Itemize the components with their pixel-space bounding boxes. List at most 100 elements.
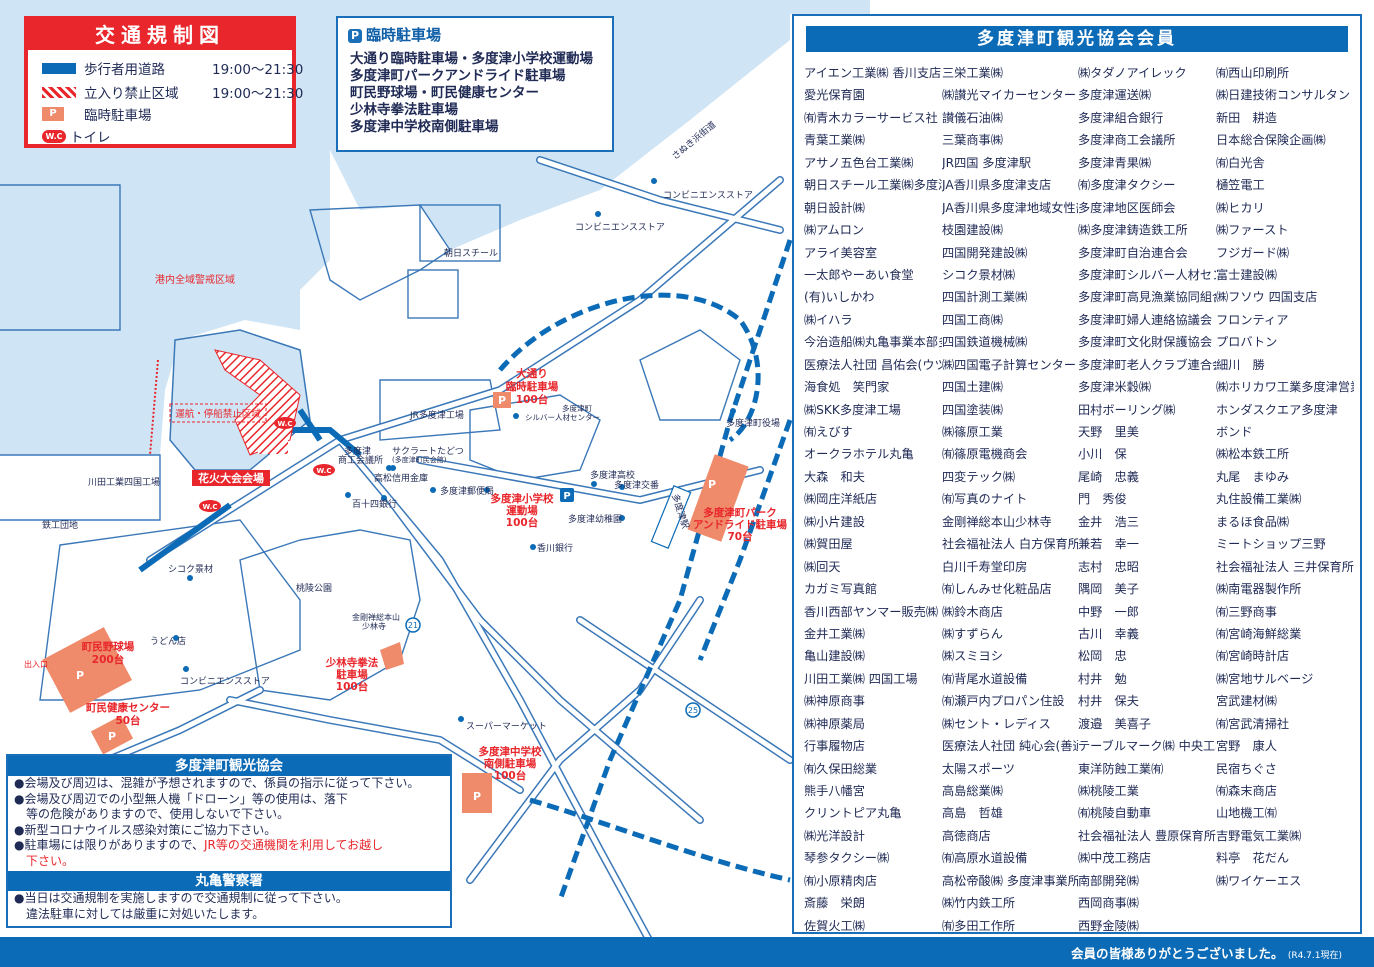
member-entry: 丸尾 まゆみ (1216, 469, 1290, 484)
member-entry: 民宿ちぐさ (1216, 761, 1277, 776)
parking-health-lot (90, 715, 134, 755)
member-entry: 細川 勝 (1216, 357, 1265, 372)
takamatsu-bank-label: 高松信用金庫 (374, 472, 428, 484)
member-entry: ミートショップ三野 (1216, 537, 1326, 552)
notice-box: 多度津町観光協会 ●会場及び周辺は、混雑が予想されますので、係員の指示に従って下… (6, 754, 452, 928)
jr-rail-south (529, 797, 791, 883)
member-entry: 太陽スポーツ (942, 761, 1015, 776)
member-entry: 多度津町婦人連絡協議会 (1078, 312, 1213, 327)
wc-symbol-1: W.C (278, 420, 293, 428)
member-entry: ㈱日建技術コンサルタント 四国支社 (1216, 88, 1354, 103)
member-entry: ㈲白光舎 (1216, 155, 1265, 170)
member-entry: 多度津米穀㈱ (1078, 380, 1152, 395)
footer-bar: 会員の皆様ありがとうございました。 (R4.7.1現在) (0, 937, 1374, 967)
member-entry: 熊手八幡宮 (804, 784, 865, 798)
silver-label-2: シルバー人材センター (525, 412, 600, 422)
member-entry: ㈲宮崎海鮮総業 (1216, 626, 1302, 641)
school-park-label-3: 100台 (506, 516, 538, 529)
temp-parking-item: 大通り臨時駐車場・多度津小学校運動場 (350, 51, 593, 67)
jr-rail-main (557, 239, 793, 901)
member-entry: 四国開発建設㈱ (942, 245, 1028, 260)
member-entry: 高松帝酸㈱ 多度津事業所 (942, 873, 1078, 888)
conbini-label-3: コンビニエンスストア (180, 676, 270, 687)
shorinji-park-label-3: 100台 (336, 680, 368, 693)
member-entry: ㈱宮地サルベージ (1216, 671, 1314, 686)
parking-pr-lot (687, 454, 749, 542)
member-entry: ㈱讃光マイカーセンター (942, 88, 1077, 103)
member-entry: 多度津青果㈱ (1078, 155, 1152, 170)
member-entry: 社会福祉法人 白方保育所 (942, 537, 1078, 552)
member-entry: ㈲多度津タクシー (1078, 178, 1176, 193)
member-entry: ㈱鈴木商店 (942, 604, 1003, 619)
member-entry: アイエン工業㈱ 香川支店 (804, 66, 942, 80)
member-entry: 村井 勉 (1078, 671, 1127, 686)
member-entry: ㈲小原精肉店 (804, 873, 878, 888)
parking-notice-line: ●駐車場には限りがありますので、JR等の交通機関を利用してお越し (14, 838, 384, 852)
member-entry: ㈱桃陵工業 (1078, 784, 1139, 798)
member-entry: ㈱イハラ (804, 312, 853, 327)
toryo-park-label: 桃陵公園 (296, 582, 332, 594)
koutsuu-label: 多度津交番 (614, 479, 659, 491)
member-entry: アサノ五色台工業㈱ (804, 155, 914, 170)
no-navigation-label: 運航・停船禁止区域 (175, 408, 261, 420)
silver-label-1: 多度津町 (562, 403, 592, 413)
member-entry: 白川千寿堂印房 (942, 559, 1028, 574)
member-entry: ㈱すずらん (942, 626, 1003, 641)
member-entry: 香川西部ヤンマー販売㈱ (804, 604, 939, 619)
member-entry: ㈲高原水道設備 (942, 851, 1028, 866)
member-entry: ボンド (1216, 425, 1253, 439)
member-entry: 松岡 忠 (1078, 649, 1127, 664)
jhs-park-label-2: 南側駐車場 (484, 757, 537, 770)
member-entry: 高徳商店 (942, 828, 991, 843)
member-entry: JA香川県多度津支店 (942, 178, 1052, 193)
temp-parking-item: 多度津中学校南側駐車場 (350, 119, 499, 135)
member-entry: 多度津商工会議所 (1078, 133, 1176, 148)
route-21-label: 21 (408, 621, 418, 630)
member-entry: 社会福祉法人 三井保育所 (1216, 559, 1354, 574)
harbor-water (0, 150, 330, 455)
member-entry: 兼若 幸一 (1078, 537, 1139, 552)
member-entry: ㈲瀬戸内プロパン住設 (942, 694, 1065, 709)
member-entry: 琴参タクシー㈱ (804, 851, 890, 866)
supermarket-label: スーパーマーケット (466, 721, 547, 732)
shikoku-keizai-label: シコク景材 (168, 563, 213, 575)
station-box (650, 485, 692, 549)
kawada-label: 川田工業四国工場 (88, 476, 160, 488)
health-label-2: 50台 (115, 714, 140, 727)
venue-label-box (192, 470, 270, 486)
jr-rail-loop (498, 292, 761, 443)
member-entry: 西岡商事㈱ (1078, 896, 1139, 911)
jr-rail-east (697, 419, 793, 661)
member-entry: 大森 和夫 (804, 469, 865, 484)
police-title: 丸亀警察署 (8, 871, 450, 891)
member-entry: 渡邉 美喜子 (1078, 716, 1152, 731)
member-entry: ㈱中茂工務店 (1078, 851, 1152, 866)
member-entry: ㈱篠原工業 (942, 425, 1003, 439)
member-entry: ㈲青木カラーサービス社 (804, 110, 938, 125)
member-entry: 田村ボーリング㈱ (1078, 402, 1176, 417)
kindergarten-label: 多度津幼稚園 (568, 513, 622, 525)
member-entry: 志村 忠昭 (1078, 559, 1139, 574)
member-entry: 四国鉄道機械㈱ (942, 335, 1028, 350)
shokokai-label-2: 商工会議所 (338, 454, 383, 466)
route-25-marker (685, 702, 701, 718)
member-entry: 料亭 花だん (1216, 851, 1290, 866)
venue-label: 花火大会会場 (198, 471, 264, 485)
parking-swatch: P (42, 107, 64, 121)
member-entry: ㈱回天 (804, 559, 841, 574)
member-entry: ㈲えびす (804, 425, 853, 439)
member-entry: 高島 哲雄 (942, 806, 1003, 821)
member-entry: ㈱小片建設 (804, 514, 865, 529)
odori-park-label-1: 大通り (516, 367, 548, 380)
member-entry: 多度津地区医師会 (1078, 200, 1176, 215)
wc-marker-1 (274, 417, 296, 429)
member-entry: 今治造船㈱丸亀事業本部多度津事業所 (804, 335, 942, 350)
parking-symbol-school: P (563, 491, 570, 502)
member-entry: 多度津町高見漁業協同組合 (1078, 290, 1216, 305)
member-entry: ㈱SKK多度津工場 (804, 402, 901, 417)
member-entry: クリントピア丸亀 (804, 806, 902, 821)
assoc-line: 等の危険がありますので、使用しないで下さい。 (14, 807, 290, 821)
member-entry: ㈱スミヨシ (942, 649, 1003, 664)
